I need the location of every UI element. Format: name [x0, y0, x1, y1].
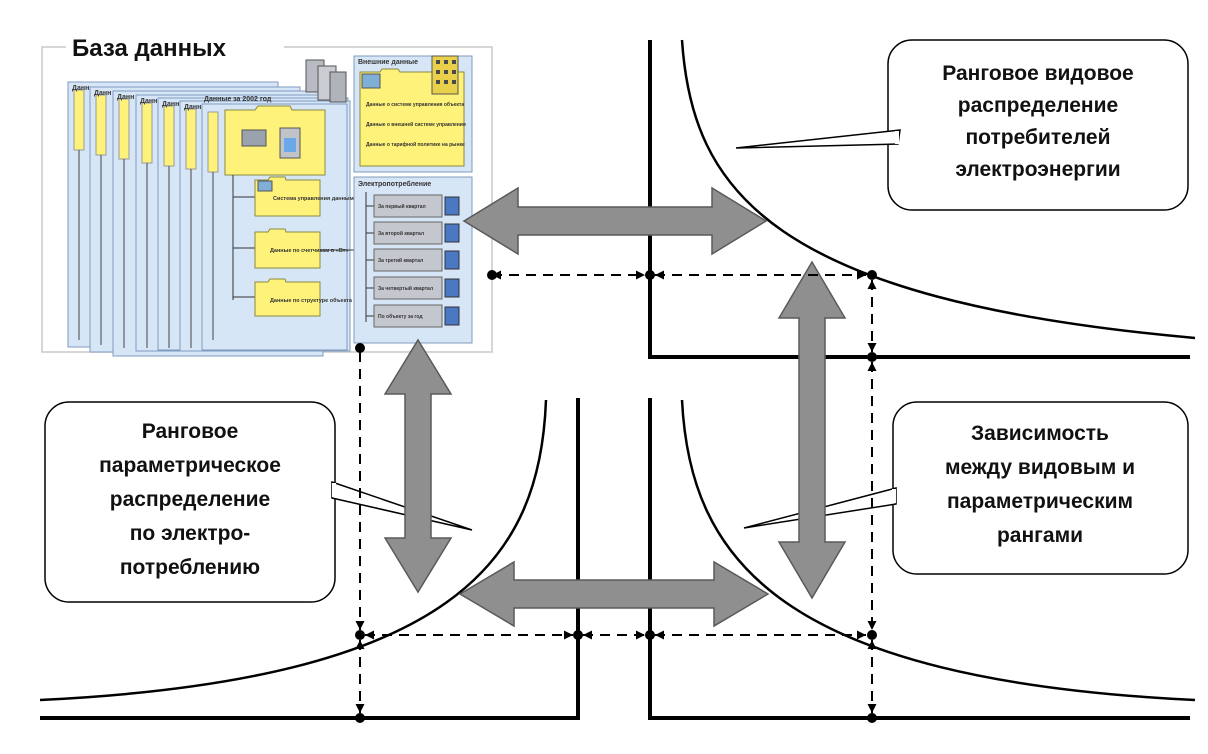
- top-right-curve: [680, 39, 1196, 340]
- folder-control-system-label: Система управления данными: [273, 196, 357, 202]
- junction-dot: [355, 630, 365, 640]
- year-page-tab: Данн: [94, 90, 111, 97]
- power-consumption-title: Электропотребление: [358, 180, 431, 188]
- bottom-right-curve: [680, 399, 1196, 702]
- junction-dot: [645, 630, 655, 640]
- quarter-item: По объекту за год: [366, 304, 460, 328]
- callout-bottom-left-line-1: Ранговое: [142, 420, 239, 443]
- callout-bottom-left-line-2: параметрическое: [99, 454, 281, 477]
- quarter-item: За третий квартал: [366, 248, 460, 272]
- quarter-item: За второй квартал: [366, 221, 460, 245]
- junction-dot: [867, 270, 877, 280]
- callout-bottom-right-line-3: параметрическим: [947, 490, 1133, 513]
- database-panel: База данных Данн Данн Данн Данн Данн Дан…: [41, 30, 493, 357]
- junction-dot: [867, 352, 877, 362]
- external-data-panel: Внешние данные Данные о системе управлен…: [353, 55, 473, 173]
- callout-bottom-left-line-4: по электро-: [130, 522, 251, 545]
- bottom-right-axes: [648, 398, 1190, 720]
- year-pages-stack: Данн Данн Данн Данн Данн Данн Данные за …: [67, 81, 372, 357]
- junction-dot: [867, 630, 877, 640]
- arrow-vertical-left: [383, 338, 453, 594]
- top-right-axes: [648, 40, 1190, 359]
- quarter-label: За третий квартал: [378, 257, 423, 264]
- callout-bottom-left-line-5: потреблению: [120, 556, 260, 579]
- callout-bottom-right-line-1: Зависимость: [971, 422, 1109, 445]
- junction-dots: [355, 270, 877, 723]
- quarter-label: За второй квартал: [378, 230, 424, 237]
- folder-control-system: Система управления данными: [233, 176, 357, 217]
- folder-object-structure: Данные по структуре объекта: [233, 278, 353, 317]
- callout-top-right-line-3: потребителей: [965, 126, 1110, 149]
- building-icon: [431, 55, 459, 95]
- callout-bottom-left: Ранговое параметрическое распределение п…: [44, 401, 473, 603]
- external-item-1: Данные о системе управления объекта: [366, 101, 464, 108]
- callout-bottom-right-line-2: между видовым и: [945, 456, 1135, 479]
- folder-object-structure-label: Данные по структуре объекта: [270, 297, 353, 304]
- bottom-left-axes: [40, 398, 580, 720]
- callout-top-right-line-2: распределение: [958, 94, 1118, 117]
- junction-dot: [573, 630, 583, 640]
- arrow-horizontal-top: [462, 186, 768, 256]
- quarter-item: За четвертый квартал: [366, 276, 460, 300]
- year-page-tab: Данн: [162, 101, 179, 108]
- quarter-label: За четвертый квартал: [378, 285, 433, 292]
- quarter-label: За первый квартал: [378, 203, 426, 210]
- junction-dot: [487, 270, 497, 280]
- external-item-2: Данные о внешней системе управления: [366, 121, 466, 128]
- callout-top-right: Ранговое видовое распределение потребите…: [735, 39, 1189, 211]
- callout-top-right-line-1: Ранговое видовое: [942, 62, 1133, 85]
- callout-bottom-left-line-3: распределение: [110, 488, 270, 511]
- junction-dot: [645, 270, 655, 280]
- year-page-2002: Данные за 2002 год: [201, 96, 372, 351]
- year-page-tab: Данн: [184, 104, 201, 111]
- year-page-tab: Данн: [117, 94, 134, 101]
- arrow-horizontal-bottom: [458, 560, 770, 628]
- arrow-vertical-right: [777, 260, 847, 600]
- year-page-tab: Данн: [72, 85, 89, 92]
- folder-meter-data-label: Данные по счетчикам в «Вт»: [270, 248, 349, 254]
- big-arrows: [383, 186, 847, 628]
- quarter-item: За первый квартал: [366, 194, 460, 218]
- folder-meter-data: Данные по счетчикам в «Вт»: [233, 228, 349, 269]
- junction-dot: [355, 713, 365, 723]
- curves: [39, 39, 1196, 702]
- database-title: База данных: [72, 35, 227, 62]
- quarter-label: По объекту за год: [378, 313, 423, 320]
- year-page-title: Данные за 2002 год: [204, 96, 272, 103]
- axes: [40, 40, 1190, 720]
- computer-icon: [241, 127, 301, 159]
- junction-dot: [355, 343, 365, 353]
- computer-folder: [224, 105, 326, 176]
- bottom-left-curve: [39, 399, 548, 702]
- junction-dot: [867, 713, 877, 723]
- callout-bottom-right-line-4: рангами: [997, 524, 1083, 547]
- callout-top-right-line-4: электроэнергии: [955, 158, 1120, 181]
- monitor-icon: [361, 73, 381, 89]
- year-page-tab: Данн: [140, 98, 157, 105]
- power-consumption-panel: Электропотребление За первый квартал За …: [353, 176, 473, 344]
- dashed-connectors: [355, 270, 877, 713]
- external-data-title: Внешние данные: [358, 59, 418, 66]
- external-item-3: Данные о тарифной политике на рынке: [366, 141, 465, 148]
- server-icon: [305, 59, 347, 103]
